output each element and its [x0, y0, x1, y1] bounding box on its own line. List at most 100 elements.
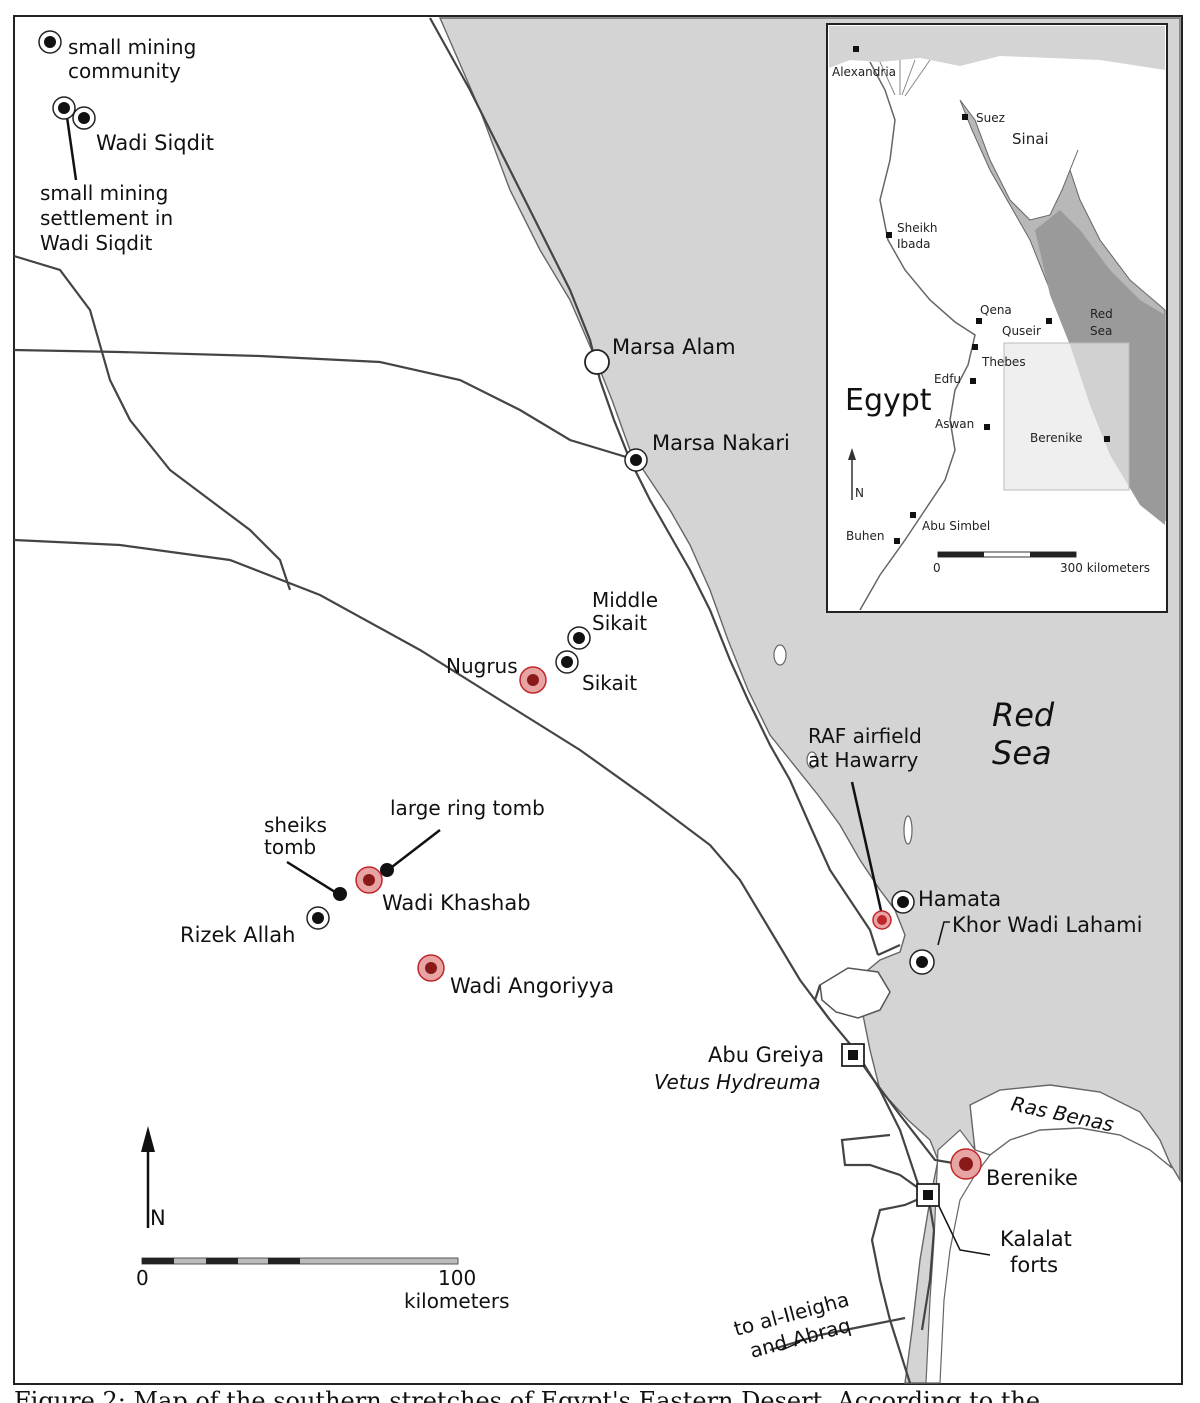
label-small-mining-community-1: small mining [68, 35, 196, 59]
inset-study-area [1003, 342, 1130, 491]
inset-label-qena: Qena [980, 303, 1012, 317]
inset-label-red-sea-2: Sea [1090, 324, 1112, 338]
site-marker-abu-greiya [841, 1043, 865, 1067]
label-sheiks-tomb-1: sheiks [264, 813, 327, 837]
site-marker-rizek-allah [306, 906, 330, 930]
scale-bar [141, 1257, 459, 1265]
island [806, 751, 818, 769]
inset-map: Alexandria Suez Sinai Sheikh Ibada Qena … [826, 23, 1168, 613]
site-marker-nugrus [519, 666, 547, 694]
inset-label-abu-simbel: Abu Simbel [922, 519, 990, 533]
site-marker-middle-sikait [567, 626, 591, 650]
site-marker-kalalat-forts [916, 1183, 940, 1207]
label-small-mining-settlement-1: small mining [40, 181, 168, 205]
road [877, 943, 901, 957]
north-label: N [150, 1206, 166, 1230]
inset-nile [859, 61, 976, 611]
inset-marker [1104, 436, 1110, 442]
label-small-mining-community-2: community [68, 59, 181, 83]
label-marsa-nakari: Marsa Nakari [652, 431, 790, 455]
site-marker-sikait [555, 650, 579, 674]
label-rizek-allah: Rizek Allah [180, 923, 295, 947]
label-wadi-angoriyya: Wadi Angoriyya [450, 974, 614, 998]
inset-marker [984, 424, 990, 430]
leader-line [935, 1199, 991, 1256]
label-small-mining-settlement-3: Wadi Siqdit [40, 231, 153, 255]
ras-benas-peninsula [969, 1084, 1173, 1169]
label-sikait: Sikait [582, 671, 637, 695]
inset-label-sheikh-ibada-1: Sheikh [897, 221, 938, 235]
road [13, 254, 292, 591]
north-arrow [141, 1126, 155, 1228]
site-marker-marsa-alam [584, 349, 610, 375]
label-nugrus: Nugrus [446, 654, 518, 678]
label-kalalat-forts-1: Kalalat [1000, 1227, 1072, 1251]
site-marker-berenike [950, 1148, 982, 1180]
label-sheiks-tomb-2: tomb [264, 835, 316, 859]
island [773, 644, 787, 666]
site-marker-sheiks-tomb [333, 887, 347, 901]
inset-label-quseir: Quseir [1002, 324, 1041, 338]
inset-marker [976, 318, 982, 324]
inset-marker [962, 114, 968, 120]
leader-line [937, 921, 950, 946]
road [840, 1133, 929, 1196]
scale-max: 100 [438, 1266, 476, 1290]
inset-marker [853, 46, 859, 52]
figure-caption: Figure 2: Map of the southern stretches … [14, 1387, 1041, 1403]
site-marker-khor-wadi-lahami [909, 949, 935, 975]
label-large-ring-tomb: large ring tomb [390, 796, 545, 820]
lagoon [819, 967, 891, 1019]
road [855, 1054, 966, 1167]
road [813, 984, 831, 1021]
label-vetus-hydreuma: Vetus Hydreuma [654, 1070, 821, 1094]
inset-label-buhen: Buhen [846, 529, 884, 543]
inset-label-sheikh-ibada-2: Ibada [897, 237, 930, 251]
inset-marker [886, 232, 892, 238]
inset-label-berenike: Berenike [1030, 431, 1083, 445]
inset-scale-bar [937, 551, 1077, 558]
road [920, 1194, 936, 1331]
coastal-road [429, 17, 880, 956]
site-marker-raf-airfield [872, 910, 892, 930]
inset-marker [894, 538, 900, 544]
road [769, 1316, 906, 1352]
scale-unit: kilometers [404, 1289, 510, 1313]
inset-scale-max: 300 kilometers [1060, 561, 1150, 575]
label-wadi-khashab: Wadi Khashab [382, 891, 531, 915]
leader-line [387, 829, 441, 871]
scale-zero: 0 [136, 1266, 149, 1290]
inset-north-label: N [855, 486, 864, 500]
label-abu-greiya: Abu Greiya [708, 1043, 824, 1067]
inset-marker [910, 512, 916, 518]
leader-line [64, 109, 78, 181]
label-berenike: Berenike [986, 1166, 1078, 1190]
inset-label-red-sea-1: Red [1090, 307, 1113, 321]
label-raf-airfield-2: at Hawarry [808, 748, 918, 772]
inset-marker [970, 378, 976, 384]
label-raf-airfield-1: RAF airfield [808, 724, 922, 748]
inset-north-arrow-head [848, 448, 856, 460]
label-middle-sikait-2: Sikait [592, 611, 647, 635]
inset-label-thebes: Thebes [981, 355, 1026, 369]
inset-mediterranean [829, 26, 1165, 70]
berenike-coast-land [925, 1129, 991, 1384]
label-marsa-alam: Marsa Alam [612, 335, 736, 359]
site-marker-small-mining-community [38, 30, 62, 54]
site-marker-wadi-angoriyya [417, 954, 445, 982]
label-kalalat-forts-2: forts [1010, 1253, 1058, 1277]
label-khor-wadi-lahami: Khor Wadi Lahami [952, 913, 1142, 937]
inset-delta [879, 59, 931, 97]
inset-label-aswan: Aswan [935, 417, 974, 431]
inset-label-sinai: Sinai [1012, 130, 1049, 148]
site-marker-wadi-siqdit [52, 96, 96, 130]
site-marker-marsa-nakari [624, 448, 648, 472]
leader-line [781, 1341, 801, 1351]
leader-line [850, 781, 884, 916]
label-hamata: Hamata [918, 887, 1001, 911]
inset-marker [972, 344, 978, 350]
label-small-mining-settlement-2: settlement in [40, 206, 173, 230]
inset-scale-zero: 0 [933, 561, 941, 575]
inset-label-edfu: Edfu [934, 372, 961, 386]
site-marker-large-ring-tomb [380, 863, 394, 877]
